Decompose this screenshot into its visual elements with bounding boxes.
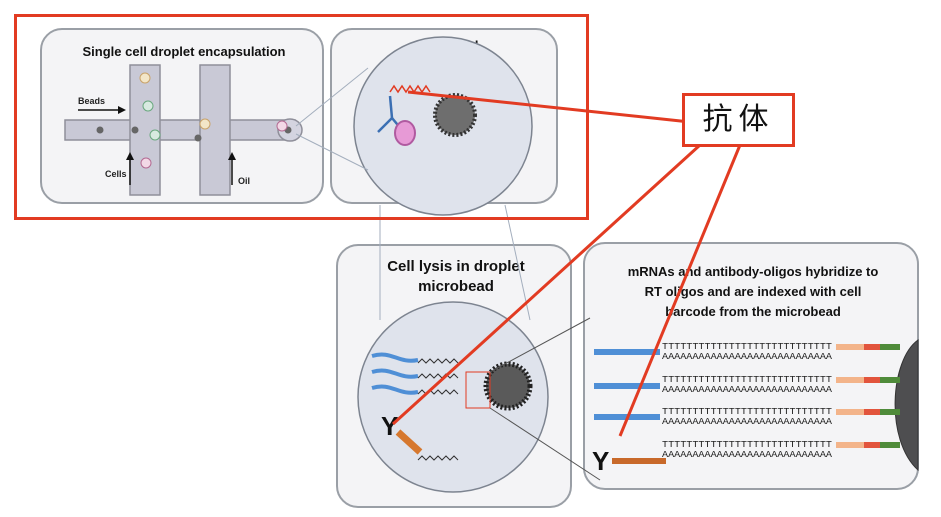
row-2-bottom: AAAAAAAAAAAAAAAAAAAAAAAAAAAA <box>662 385 833 395</box>
lysis-droplet <box>357 301 601 493</box>
lysis-title-line2: microbead <box>418 278 494 295</box>
highlight-frame <box>14 14 589 220</box>
encapsulation-panel: Single cell droplet encapsulation <box>40 28 324 204</box>
barcode-segments <box>836 344 900 448</box>
beads-and-cells <box>96 72 292 169</box>
zoom-line-right <box>504 204 531 321</box>
microfluidic-channel <box>64 64 303 196</box>
encapsulation-title: Single cell droplet encapsulation <box>82 44 286 59</box>
hybridize-title-line2: RT oligos and are indexed with cell <box>644 284 862 299</box>
hybridize-antibody-glyph: Y <box>592 446 609 476</box>
flow-arrows <box>78 106 236 185</box>
row-1-top: TTTTTTTTTTTTTTTTTTTTTTTTTTTT <box>662 342 833 352</box>
row-3-bottom: AAAAAAAAAAAAAAAAAAAAAAAAAAAA <box>662 417 833 427</box>
hybridize-rows <box>594 339 919 472</box>
oil-label: Oil <box>238 176 250 186</box>
callout-pointers <box>391 90 742 437</box>
lysis-antibody-glyph: Y <box>381 411 398 441</box>
hybridize-title-line3: barcode from the microbead <box>665 304 841 319</box>
beads-label: Beads <box>78 96 105 106</box>
cells-label: Cells <box>105 169 127 179</box>
row-1-bottom: AAAAAAAAAAAAAAAAAAAAAAAAAAAA <box>662 352 833 362</box>
row-4-bottom: AAAAAAAAAAAAAAAAAAAAAAAAAAAA <box>662 450 833 460</box>
microbead-droplet <box>295 36 533 216</box>
row-4-top: TTTTTTTTTTTTTTTTTTTTTTTTTTTT <box>662 440 833 450</box>
antibody-callout: 抗体 <box>682 93 795 147</box>
row-2-top: TTTTTTTTTTTTTTTTTTTTTTTTTTTT <box>662 375 833 385</box>
lysis-title-line1: Cell lysis in droplet <box>387 258 525 275</box>
row-3-top: TTTTTTTTTTTTTTTTTTTTTTTTTTTT <box>662 407 833 417</box>
